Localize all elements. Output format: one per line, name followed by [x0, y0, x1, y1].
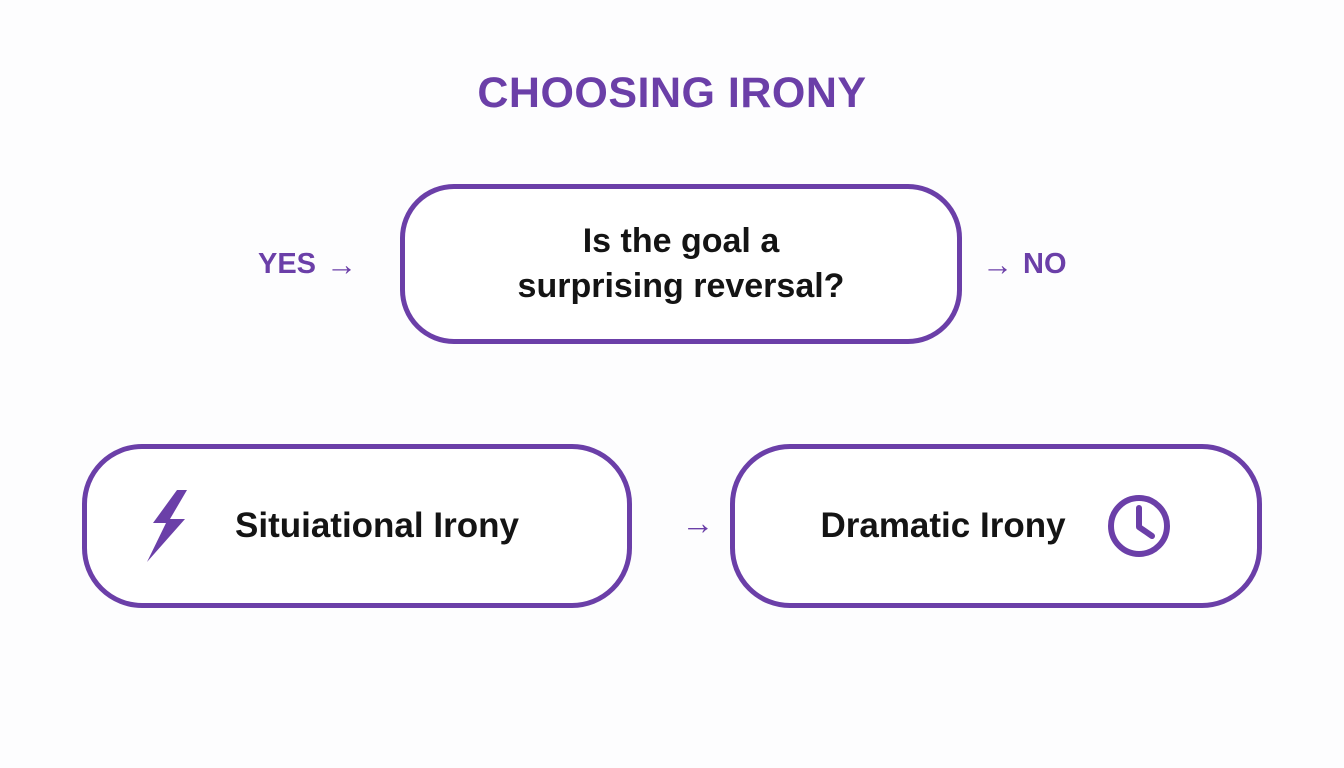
clock-icon	[1106, 493, 1172, 559]
decision-node-line-1: Is the goal a	[582, 222, 780, 261]
dramatic-irony-label: Dramatic Irony	[820, 506, 1066, 545]
decision-node-text: Is the goal a surprising reversal?	[490, 219, 873, 309]
edge-label-yes: YES →	[258, 249, 357, 280]
edge-label-yes-text: YES	[258, 248, 317, 280]
decision-node-line-2: surprising reversal?	[517, 267, 845, 305]
lightning-bolt-icon	[143, 490, 189, 562]
edge-label-no: → NO	[982, 249, 1067, 280]
arrow-right-icon: →	[982, 247, 1013, 282]
dramatic-irony-node[interactable]: Dramatic Irony	[730, 444, 1262, 608]
page-title: CHOOSING IRONY	[477, 69, 867, 117]
situational-irony-label: Situiational Irony	[235, 506, 519, 545]
edge-label-no-text: NO	[1023, 248, 1067, 280]
situational-irony-node[interactable]: Situiational Irony	[82, 444, 632, 608]
arrow-right-icon: →	[681, 504, 715, 541]
decision-node[interactable]: Is the goal a surprising reversal?	[400, 184, 962, 344]
arrow-right-icon: →	[326, 247, 358, 282]
